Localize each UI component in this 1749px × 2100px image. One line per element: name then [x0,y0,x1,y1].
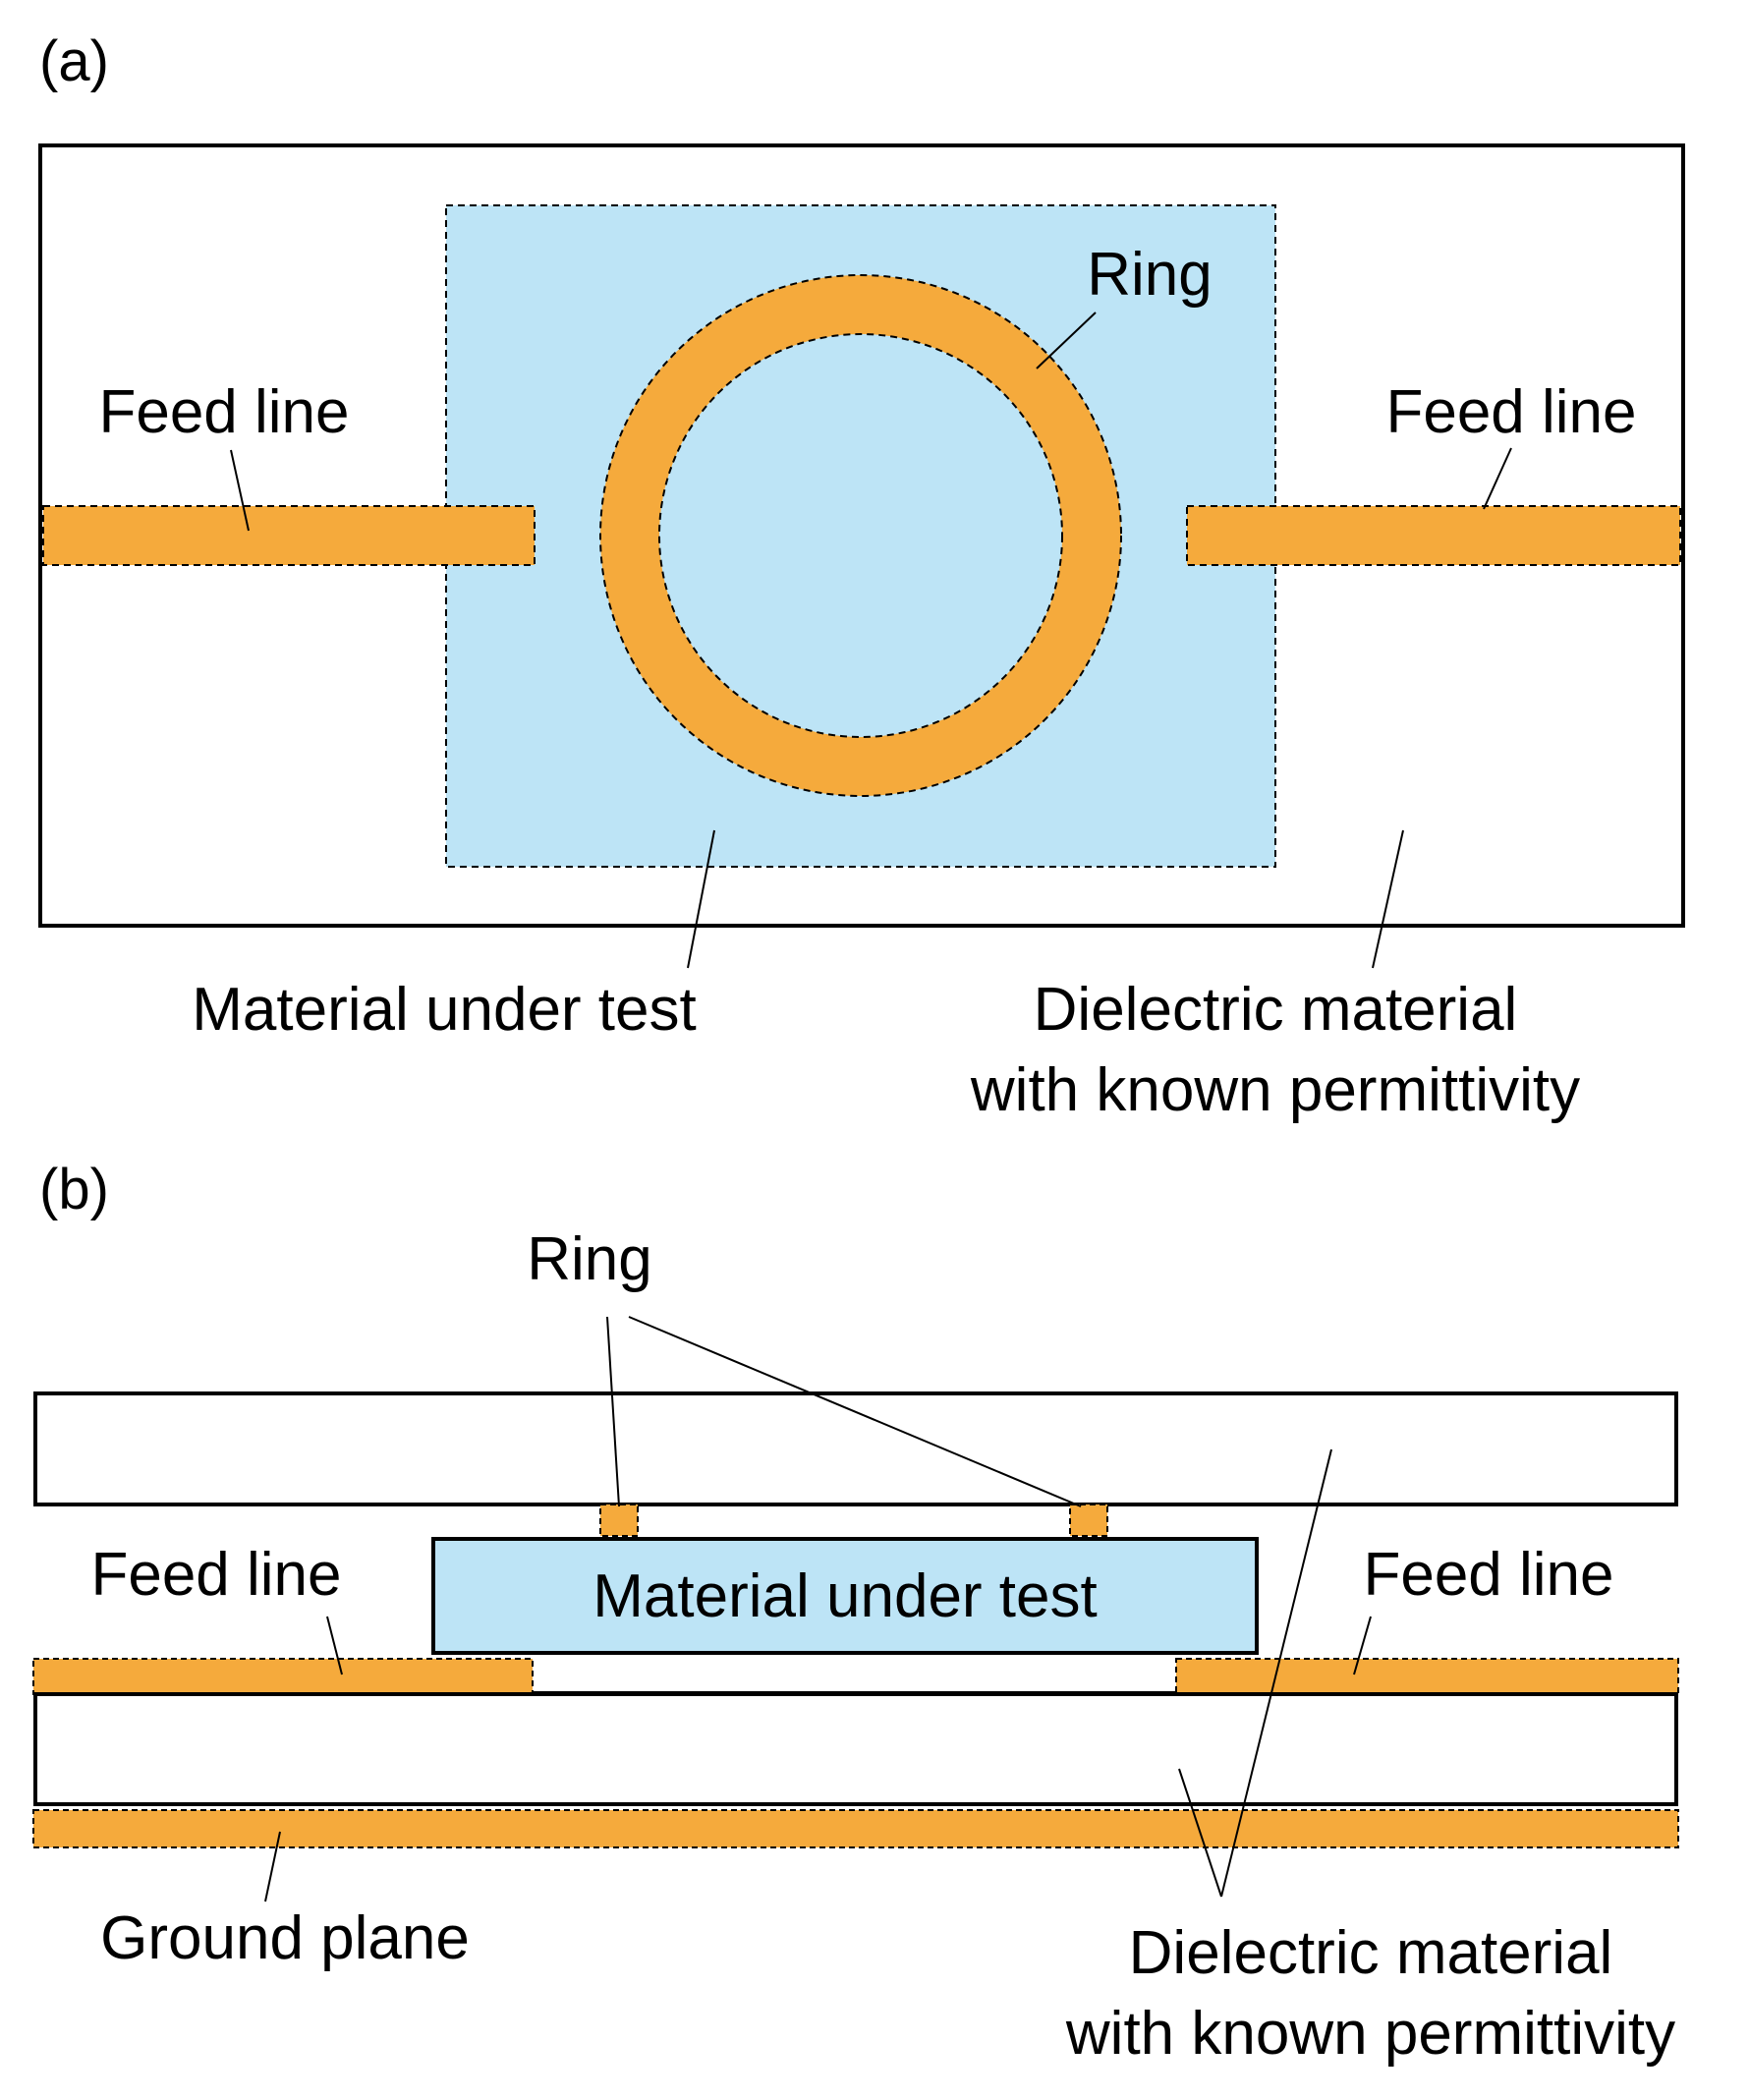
feed-line-left-section [32,1658,534,1695]
feed-line-left [42,505,536,566]
material-under-test-block-label: Material under test [592,1562,1097,1630]
material-under-test-label: Material under test [192,976,696,1044]
panel-b: (b) Ring Feed line Feed line Material un… [32,1158,1679,2068]
dielectric-label-line-2: with known permittivity [970,1056,1580,1124]
panel-a-tag: (a) [39,29,109,93]
feed-line-right-label-b: Feed line [1363,1541,1613,1609]
leader-ring [1036,312,1097,369]
ring-inner-edge [658,333,1063,738]
dielectric-label-b-line-1: Dielectric material [1129,1919,1613,1987]
dielectric-label-b-line-2: with known permittivity [1065,2000,1675,2068]
leader-dielectric-lower [1178,1768,1222,1898]
ring-section-left [599,1504,639,1537]
leader-dielectric-upper [1220,1448,1332,1898]
leader-feed-right [1483,447,1512,510]
leader-feed-right-b [1353,1616,1372,1675]
feed-line-left-label: Feed line [98,378,349,446]
upper-dielectric-layer [33,1391,1678,1506]
leader-feed-left-b [326,1616,343,1675]
panel-b-tag: (b) [39,1158,109,1221]
ring-section-right [1069,1504,1108,1537]
feed-line-right-section [1175,1658,1679,1695]
feed-line-right [1186,505,1681,566]
leader-dielectric [1372,829,1404,969]
ring-resonator [600,275,1121,796]
feed-line-right-label: Feed line [1385,378,1636,446]
leader-material-under-test [687,829,715,969]
leader-ground-plane [264,1831,281,1902]
leader-feed-left [230,449,250,532]
ring-outer-edge [599,274,1122,797]
lower-dielectric-layer [33,1692,1678,1806]
ring-label-b: Ring [527,1225,652,1293]
material-under-test-block [431,1537,1259,1655]
panel-a: (a) Ring Feed line Feed line Material un… [38,29,1685,1124]
ring-label: Ring [1087,241,1213,309]
dielectric-label-line-1: Dielectric material [1034,976,1518,1044]
ground-plane-label: Ground plane [100,1904,470,1972]
leader-ring-left [606,1316,620,1507]
leader-ring-right [628,1316,1082,1507]
feed-line-left-label-b: Feed line [90,1541,341,1609]
ground-plane [32,1809,1679,1848]
